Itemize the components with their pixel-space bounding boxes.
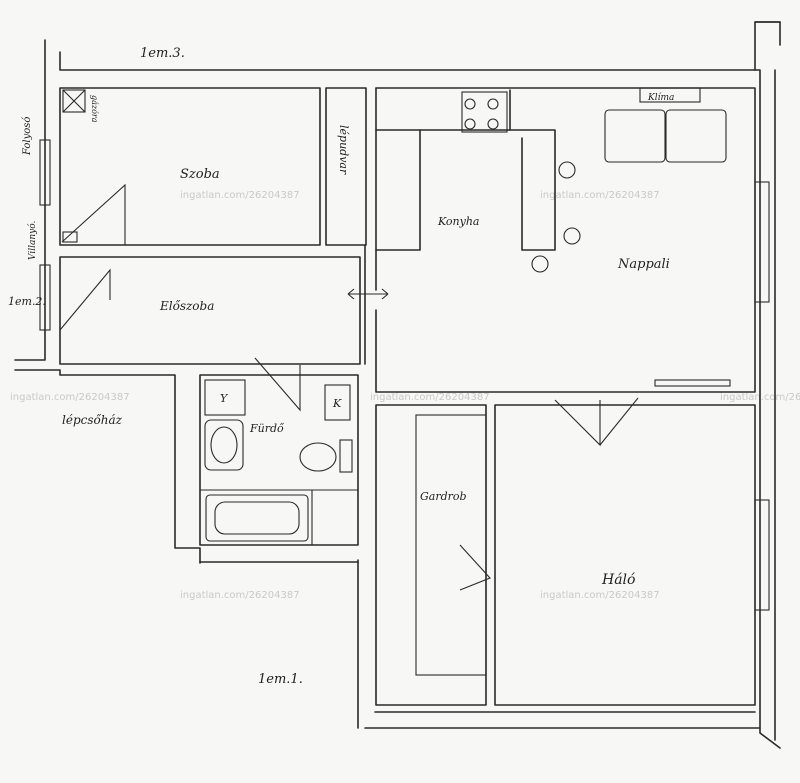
corridor-label: Folyosó: [22, 117, 33, 156]
bathtub-icon: [205, 494, 309, 542]
fixtures: [62, 89, 731, 542]
neighbor-label-left: 1em.2.: [8, 295, 46, 308]
sofa-icon: [665, 109, 727, 163]
room-label-nappali: Nappali: [617, 257, 670, 272]
room-label-eloszoba: Előszoba: [159, 299, 214, 313]
ac-label: Klíma: [647, 92, 674, 103]
toilet-icon: [299, 442, 337, 472]
room-label-szoba: Szoba: [180, 167, 220, 182]
room-label-furdo: Fürdő: [249, 422, 285, 435]
watermark: ingatlan.com/26204387: [10, 392, 130, 403]
stove-burner-icon: [487, 118, 499, 130]
room-labels: Szoba Konyha Nappali Előszoba Fürdő Gard…: [8, 46, 674, 687]
gas-meter-label: gázóra: [90, 95, 99, 123]
watermark: ingatlan.com/26204387: [540, 190, 660, 201]
watermarks: ingatlan.com/26204387 ingatlan.com/26204…: [10, 190, 800, 601]
bar-stool-icon: [563, 227, 581, 245]
windows: [39, 87, 770, 611]
boiler-label: K: [332, 397, 342, 410]
watermark: ingatlan.com/26204387: [180, 590, 300, 601]
doors: [59, 183, 639, 591]
washer-label: Y: [220, 392, 229, 405]
room-label-halo: Háló: [601, 572, 635, 588]
room-label-lepcsoudvar: lépudvar: [337, 125, 350, 175]
gas-meter-icon: [62, 89, 86, 113]
neighbor-label-bottom: 1em.1.: [258, 672, 303, 687]
watermark: ingatlan.com/26204387: [540, 590, 660, 601]
neighbor-label-top: 1em.3.: [140, 46, 185, 61]
radiator-icon: [654, 379, 731, 387]
electric-meter-icon: [62, 231, 78, 243]
bar-stool-icon: [531, 255, 549, 273]
room-label-konyha: Konyha: [437, 215, 480, 228]
bar-stool-icon: [558, 161, 576, 179]
watermark: ingatlan.com/26204387: [370, 392, 490, 403]
boiler-icon: [324, 384, 351, 421]
stove-burner-icon: [464, 98, 476, 110]
stove-burner-icon: [464, 118, 476, 130]
room-label-lepcsohaz: lépcsőház: [62, 413, 123, 427]
electric-meter-label: Villanyó.: [27, 221, 38, 260]
walls: [14, 21, 781, 749]
room-label-gardrob: Gardrob: [420, 490, 467, 503]
washing-machine-icon: [204, 379, 246, 416]
watermark: ingatlan.com/26204387: [180, 190, 300, 201]
sofa-icon: [604, 109, 666, 163]
stove-burner-icon: [487, 98, 499, 110]
sink-icon: [204, 419, 244, 471]
